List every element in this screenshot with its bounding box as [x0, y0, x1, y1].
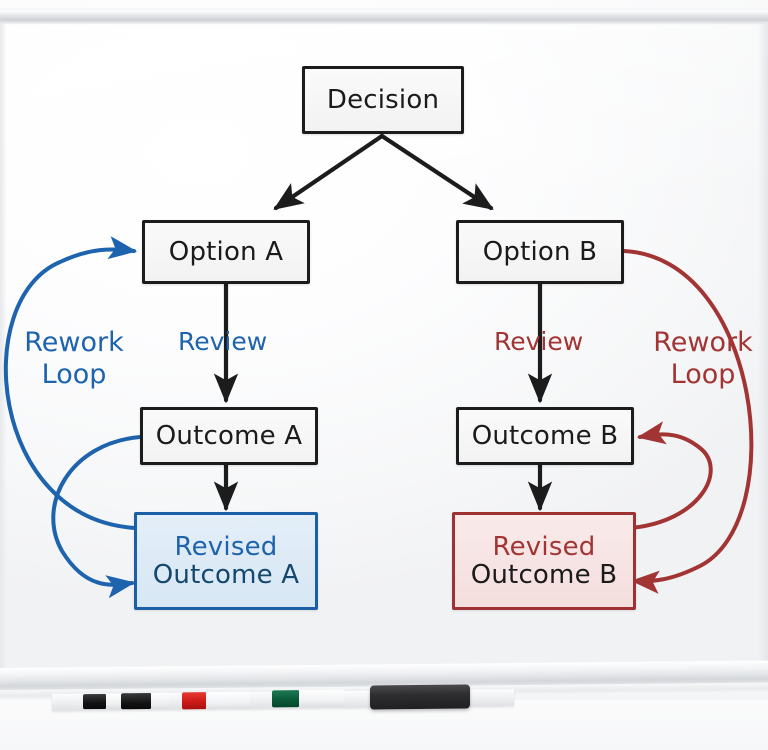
loop-label-left-line1: Rework [24, 327, 124, 358]
loop-right-revised-b-to-outcome-b [628, 421, 713, 530]
loop-label-left: Rework Loop [6, 327, 142, 391]
node-outcome-a[interactable]: Outcome A [140, 407, 318, 465]
edge-decision-to-option-b [379, 133, 494, 211]
marker-black-2-barrel [151, 692, 169, 709]
marker-red-cap [182, 692, 206, 710]
node-outcome-b[interactable]: Outcome B [456, 407, 634, 465]
node-revised-outcome-a[interactable]: Revised Outcome A [134, 512, 318, 610]
node-decision[interactable]: Decision [302, 66, 464, 134]
node-outcome-a-label: Outcome A [155, 420, 303, 451]
edge-label-review-a: Review [178, 327, 267, 356]
loop-label-right-line2: Loop [670, 358, 736, 390]
whiteboard-frame-top [0, 10, 768, 23]
edge-label-review-b-text: Review [494, 327, 584, 356]
marker-black-1[interactable] [83, 693, 121, 710]
node-revised-outcome-a-line2: Outcome A [152, 560, 300, 590]
whiteboard-frame-left [0, 22, 7, 670]
node-option-b[interactable]: Option B [456, 220, 624, 284]
loop-left-outcome-a-to-revised-a [51, 435, 142, 599]
node-decision-label: Decision [326, 84, 440, 115]
node-revised-outcome-a-line1: Revised [174, 531, 278, 562]
marker-black-2-cap [121, 692, 151, 710]
node-option-a-label: Option A [168, 236, 284, 267]
whiteboard-frame-right [758, 22, 768, 670]
node-revised-outcome-b-line1: Revised [492, 531, 596, 562]
node-option-a[interactable]: Option A [142, 220, 310, 284]
marker-black-1-cap [83, 693, 106, 710]
marker-red-barrel [206, 691, 250, 710]
eraser-black[interactable] [370, 684, 470, 710]
edge-decision-to-option-a [273, 133, 385, 211]
marker-black-1-barrel [106, 693, 121, 709]
node-outcome-b-label: Outcome B [471, 420, 619, 451]
node-revised-outcome-b[interactable]: Revised Outcome B [452, 512, 636, 610]
edge-label-review-b: Review [494, 327, 583, 356]
frame-top-highlight [0, 8, 768, 11]
marker-green-cap [272, 690, 299, 708]
loop-label-left-line2: Loop [41, 358, 107, 390]
marker-black-2[interactable] [121, 692, 169, 710]
marker-green-barrel [299, 689, 344, 708]
node-option-b-label: Option B [482, 236, 598, 267]
marker-green[interactable] [272, 689, 344, 708]
marker-red[interactable] [182, 691, 250, 710]
loop-right-option-b-to-revised-b [622, 249, 754, 594]
edge-label-review-a-text: Review [178, 327, 268, 356]
node-revised-outcome-b-line2: Outcome B [470, 560, 618, 590]
loop-label-right: Rework Loop [638, 327, 768, 391]
loop-label-right-line1: Rework [653, 327, 753, 358]
